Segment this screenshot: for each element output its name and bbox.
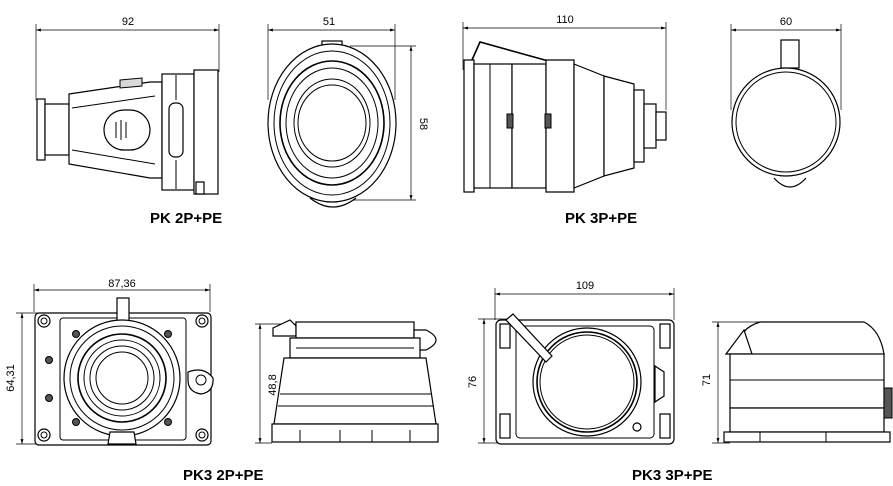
dim-width-3p: 109 (576, 280, 594, 292)
dim-side-3p: 110 (556, 14, 574, 26)
dim-width-2p: 87,36 (108, 278, 136, 290)
pk3-2p-front-view: 87,36 64,31 (5, 278, 214, 446)
caption-pk-3p: PK 3P+PE (565, 210, 637, 227)
dim-height-pk3-2p: 64,31 (5, 364, 17, 392)
dim-front-3p: 60 (780, 16, 792, 28)
caption-pk3-3p: PK3 3P+PE (632, 467, 712, 484)
dim-height-2p: 58 (417, 118, 429, 130)
pk-2p-front-view: 51 58 (267, 16, 429, 208)
pk-3p-side-view: 110 (462, 14, 667, 193)
dim-front-2p: 51 (323, 16, 335, 28)
pk3-2p-side-view: 48,8 (255, 319, 439, 444)
caption-pk-2p: PK 2P+PE (150, 210, 222, 227)
pk3-3p-front-view: 109 76 (467, 280, 675, 445)
dim-height-pk3-3p: 76 (467, 376, 479, 388)
caption-pk3-2p: PK3 2P+PE (183, 467, 263, 484)
dim-side-2p: 92 (122, 16, 134, 28)
dim-side-height-2p: 48,8 (267, 374, 279, 395)
pk-3p-front-view: 60 (730, 16, 842, 188)
pk3-3p-side-view: 71 (701, 321, 893, 444)
pk-2p-side-view: 92 (35, 16, 220, 195)
dim-side-height-3p: 71 (701, 374, 713, 386)
